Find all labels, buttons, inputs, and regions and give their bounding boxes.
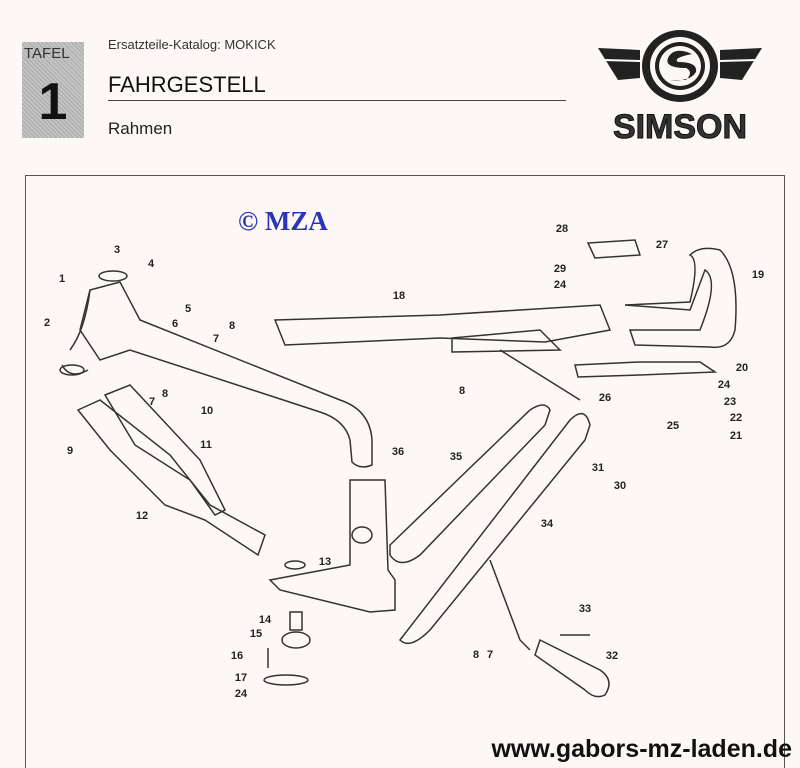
callout-label: 8 — [161, 388, 169, 400]
callout-label: 2 — [43, 317, 51, 329]
callout-label: 18 — [392, 290, 406, 302]
side-plates-part — [76, 384, 266, 557]
simson-logo: SIMSON — [598, 30, 762, 143]
callout-label: 11 — [200, 439, 212, 451]
callout-label: 35 — [449, 451, 463, 463]
callout-label: 5 — [184, 303, 192, 315]
shop-url[interactable]: www.gabors-mz-laden.de — [491, 735, 792, 763]
callout-label: 21 — [729, 430, 743, 442]
callout-label: 7 — [212, 333, 220, 345]
plate-number: 1 — [38, 73, 68, 131]
brand-name: SIMSON — [613, 108, 747, 143]
grab-handle-part — [624, 247, 737, 349]
callout-label: 4 — [147, 258, 155, 270]
callout-label: 24 — [717, 379, 731, 391]
callout-label: 26 — [598, 392, 612, 404]
rear-frame-part — [273, 304, 612, 401]
callout-label: 24 — [234, 688, 248, 700]
rubber-buffer-part — [263, 611, 311, 686]
callout-label: 32 — [605, 650, 619, 662]
page-subtitle: Rahmen — [108, 119, 173, 138]
callout-label: 20 — [735, 362, 749, 374]
page-title: FAHRGESTELL — [108, 72, 266, 97]
plate-label: TAFEL — [24, 45, 70, 62]
swing-arm-part — [389, 404, 591, 651]
callout-label: 17 — [234, 672, 248, 684]
callout-label: 29 — [553, 263, 567, 275]
callout-label: 10 — [200, 405, 214, 417]
callout-label: 16 — [230, 650, 244, 662]
callout-label: 24 — [553, 279, 567, 291]
callout-label: 27 — [655, 239, 669, 251]
callout-label: 22 — [729, 412, 743, 424]
callout-label: 15 — [249, 628, 263, 640]
callout-label: 9 — [66, 445, 74, 457]
callout-label: 6 — [171, 318, 179, 330]
plate-badge: TAFEL 1 — [22, 42, 84, 138]
callout-label: 25 — [666, 420, 680, 432]
callout-label: 36 — [391, 446, 405, 458]
diagram-frame — [25, 175, 785, 768]
callout-label: 7 — [486, 649, 494, 661]
title-divider — [108, 100, 566, 101]
callout-label: 12 — [135, 510, 149, 522]
main-frame-part — [59, 270, 373, 468]
callout-label: 8 — [472, 649, 480, 661]
engine-mount-part — [268, 479, 396, 613]
callout-label: 14 — [258, 614, 272, 626]
callout-label: 33 — [578, 603, 592, 615]
callout-label: 31 — [591, 462, 605, 474]
callout-label: 7 — [148, 396, 156, 408]
callout-label: 19 — [751, 269, 765, 281]
copyright-watermark: © MZA — [238, 206, 328, 236]
callout-label: 8 — [228, 320, 236, 332]
footrest-part — [534, 634, 610, 698]
callout-label: 28 — [555, 223, 569, 235]
luggage-bracket-part — [574, 239, 718, 378]
callout-label: 13 — [318, 556, 332, 568]
catalog-name: Ersatzteile-Katalog: MOKICK — [108, 37, 276, 52]
callout-label: 3 — [113, 244, 121, 256]
callout-label: 23 — [723, 396, 737, 408]
callout-label: 1 — [58, 273, 66, 285]
callout-label: 8 — [458, 385, 466, 397]
callout-label: 30 — [613, 480, 627, 492]
callout-label: 34 — [540, 518, 554, 530]
